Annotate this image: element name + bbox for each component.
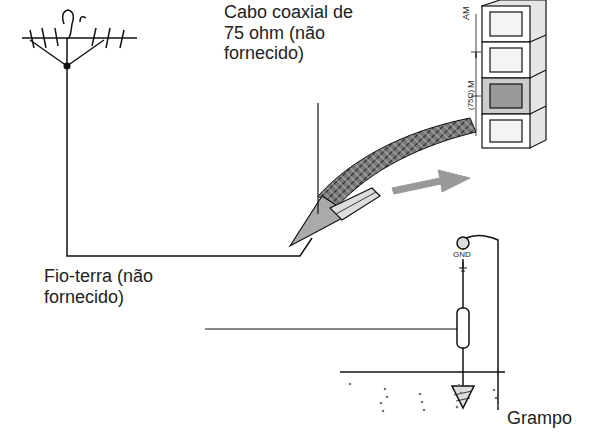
antenna-terminal-block <box>471 0 546 148</box>
soil-dot <box>386 396 389 399</box>
soil-dot <box>349 383 352 386</box>
soil-dot <box>419 393 422 396</box>
soil-dot <box>495 397 498 400</box>
cable-label: Cabo coaxial de 75 ohm (não fornecido) <box>224 2 374 64</box>
coaxial-cable <box>318 118 476 210</box>
leader-lines <box>205 103 457 329</box>
plug-pin <box>330 188 380 220</box>
soil-dot <box>458 384 461 387</box>
soil-dot <box>421 401 424 404</box>
soil-dot <box>460 392 463 395</box>
clamp-label: Grampo <box>507 408 592 429</box>
terminal-label: M <box>466 81 476 89</box>
ground-wiring <box>340 235 505 410</box>
antenna-wire <box>67 66 312 256</box>
soil-dot <box>384 388 387 391</box>
terminal-label: AM <box>461 7 471 21</box>
soil-dot <box>380 402 383 405</box>
soil-dot <box>493 389 496 392</box>
insert-arrow <box>392 170 470 194</box>
fm-antenna <box>22 10 137 66</box>
soil-dot <box>456 406 459 409</box>
soil-dots <box>349 383 500 413</box>
soil-dot <box>382 410 385 413</box>
ground-wire-label: Fio-terra (não fornecido) <box>44 266 219 307</box>
soil-dot <box>423 409 426 412</box>
terminal-label: (75Ω) <box>466 90 475 110</box>
terminal-label: GND <box>453 250 471 259</box>
soil-dot <box>497 405 500 408</box>
